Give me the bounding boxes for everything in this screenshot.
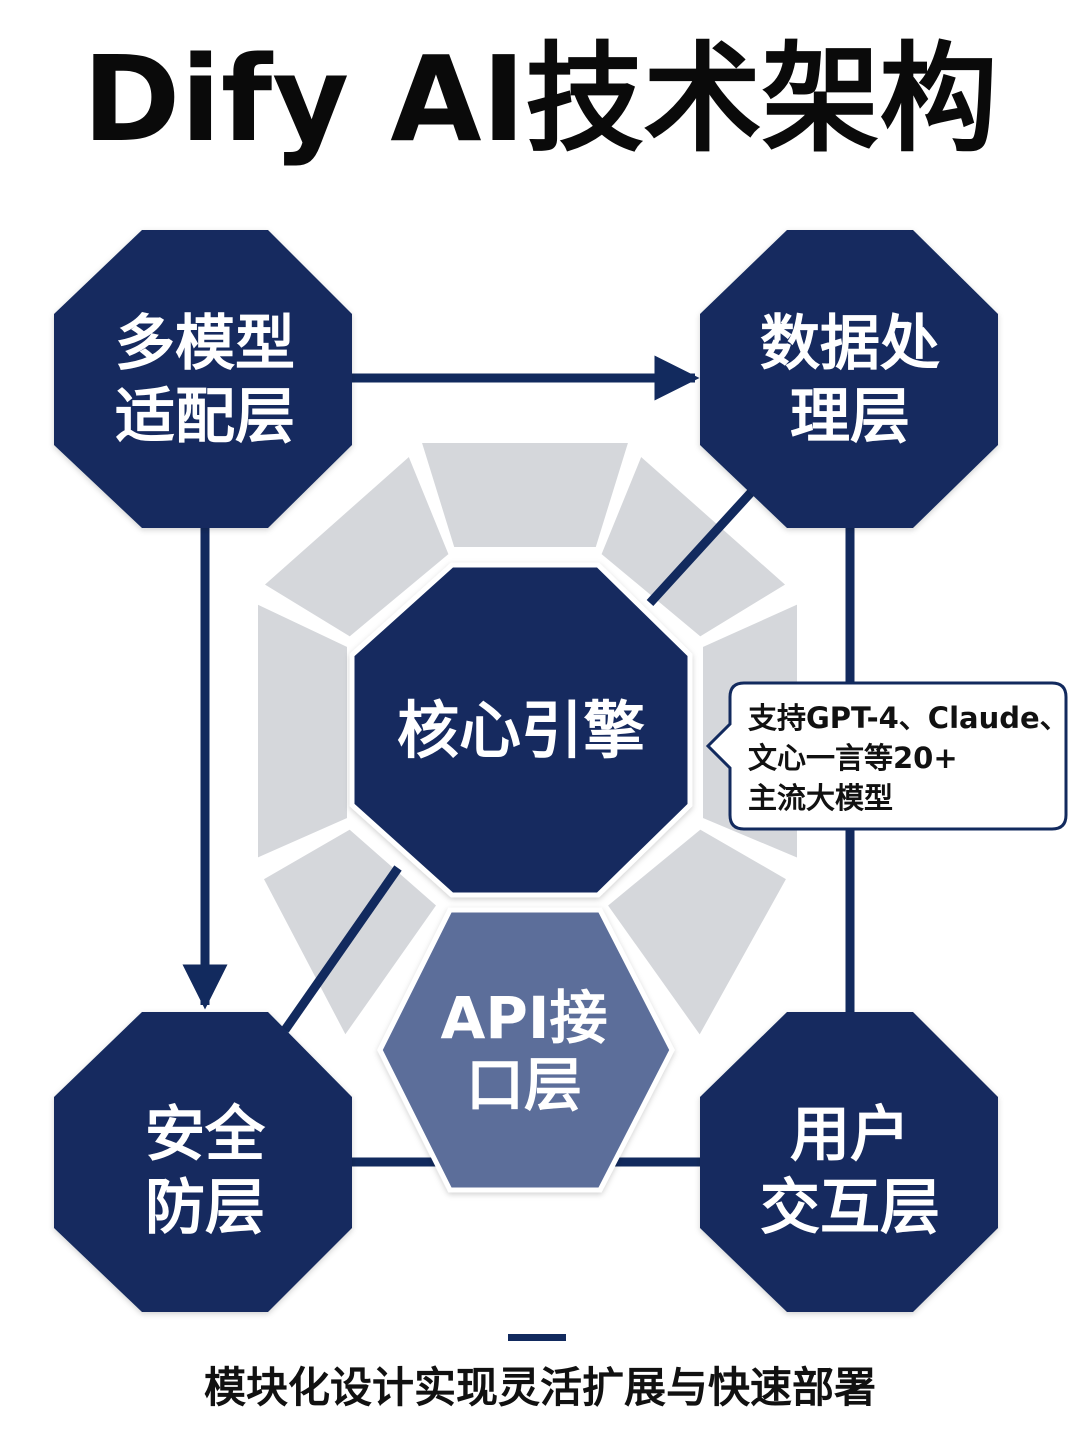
data-processing-label-line1: 数据处 — [760, 309, 940, 379]
node-multi-model-layer: 多模型 适配层 — [54, 230, 352, 528]
multi-model-label-line1: 多模型 — [115, 309, 295, 379]
callout-shape — [705, 681, 1068, 831]
multi-model-label-line2: 适配层 — [115, 382, 295, 452]
user-interaction-label-line2: 交互层 — [760, 1173, 940, 1243]
footer-divider — [508, 1334, 566, 1341]
ring-segment-top — [413, 437, 637, 553]
callout-bubble: 支持GPT-4、Claude、 文心一言等20+ 主流大模型 — [705, 681, 1069, 831]
callout-line1: 支持GPT-4、Claude、 — [748, 701, 1069, 735]
user-interaction-label-line1: 用户 — [790, 1100, 910, 1170]
data-processing-label-line2: 理层 — [790, 382, 910, 452]
api-label-line1: API接 — [441, 984, 608, 1052]
security-label-line1: 安全 — [145, 1100, 266, 1170]
connector-security-to-core — [281, 865, 402, 1033]
callout-line3: 主流大模型 — [748, 781, 893, 815]
node-security-layer: 安全 防层 — [54, 1012, 352, 1312]
octagon-data-processing — [700, 230, 998, 528]
api-label-line2: 口层 — [466, 1051, 582, 1119]
connector-data-to-core — [646, 484, 759, 607]
octagon-security — [54, 1012, 352, 1312]
page-title: Dify AI技术架构 — [83, 30, 998, 168]
node-data-processing-layer: 数据处 理层 — [700, 230, 998, 528]
callout-line2: 文心一言等20+ — [748, 741, 958, 775]
octagon-multi-model — [54, 230, 352, 528]
ring-segment-top-left — [254, 446, 456, 644]
ring-segment-left — [252, 595, 353, 867]
ring-segment-bottom-right — [599, 822, 795, 1046]
footer-caption: 模块化设计实现灵活扩展与快速部署 — [204, 1363, 876, 1412]
core-engine-label: 核心引擎 — [397, 694, 645, 767]
node-user-interaction-layer: 用户 交互层 — [700, 1012, 998, 1312]
ring-segment-top-right — [594, 446, 796, 644]
octagon-core-engine — [349, 562, 693, 898]
connectors — [182, 355, 855, 1167]
node-api-layer: API接 口层 — [377, 907, 675, 1193]
security-label-line2: 防层 — [145, 1173, 265, 1243]
hexagon-api — [377, 907, 675, 1193]
node-core-engine: 核心引擎 — [349, 562, 693, 898]
octagon-user-interaction — [700, 1012, 998, 1312]
